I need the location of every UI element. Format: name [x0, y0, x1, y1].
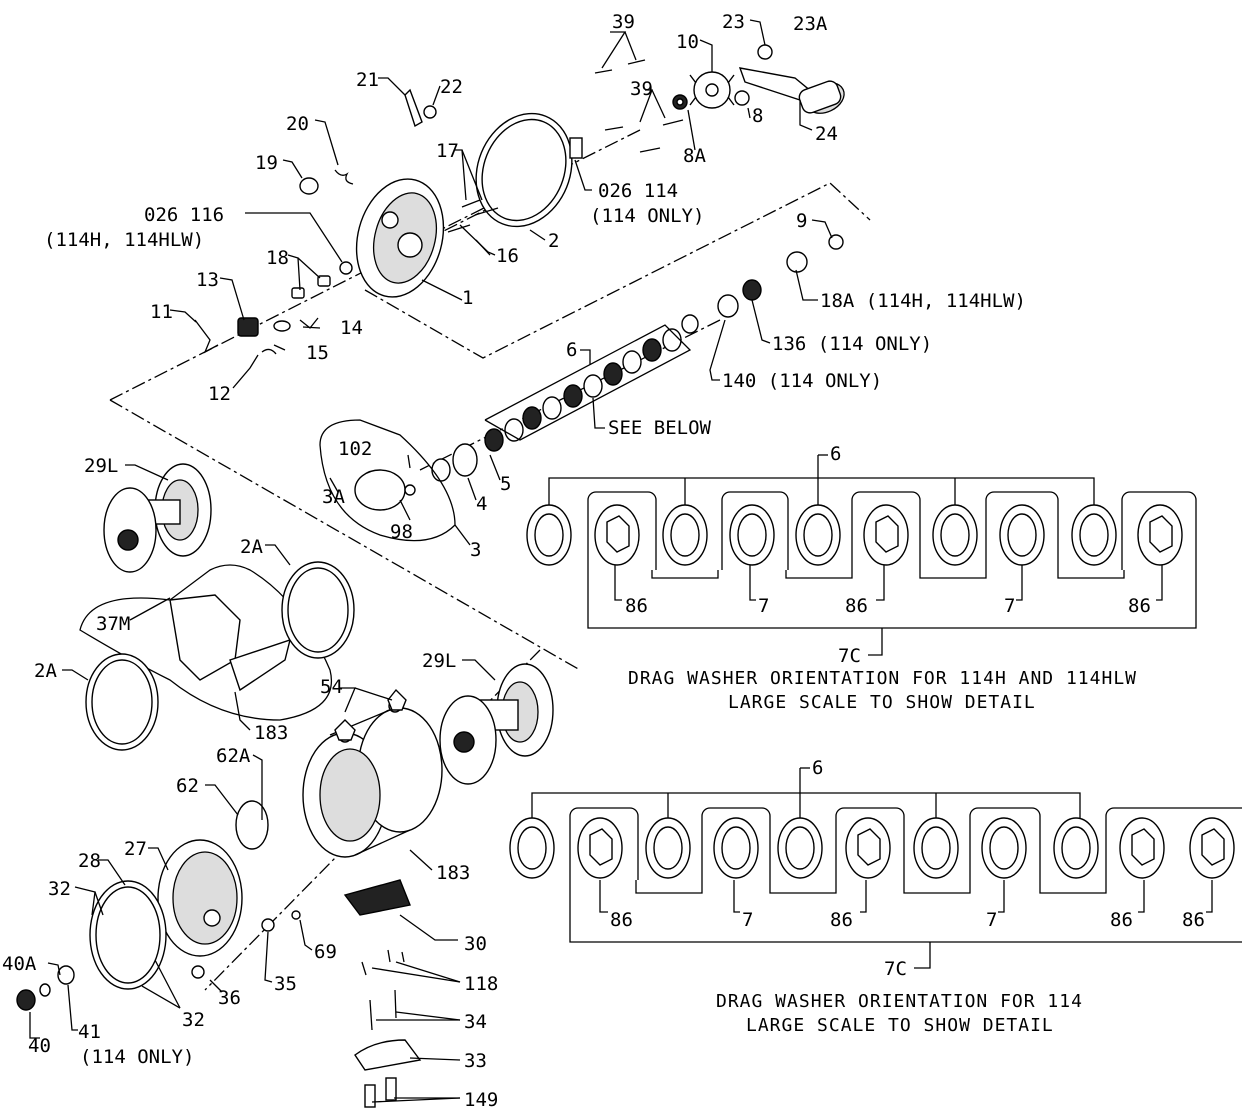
label-140: 140 (114 ONLY) — [722, 370, 882, 392]
label-30: 30 — [464, 933, 487, 955]
label-8: 8 — [752, 105, 763, 127]
label-102: 102 — [338, 438, 372, 460]
label-2: 2 — [548, 230, 559, 252]
spool-left — [103, 463, 212, 573]
detail-bottom-caption-2: LARGE SCALE TO SHOW DETAIL — [746, 1015, 1054, 1036]
label-see-below: SEE BELOW — [608, 417, 712, 439]
detail-114h-114hlw: 6 86 7 86 7 86 7C DRAG WASHER ORIENTATIO… — [526, 443, 1197, 713]
label-27: 27 — [124, 838, 147, 860]
detail-top-washer-86-b: 86 — [845, 595, 868, 617]
handle-assembly — [594, 44, 845, 153]
part-labels: 39 23 23A 10 8 24 39 8A 21 22 20 17 19 0… — [2, 11, 1026, 1111]
label-36: 36 — [218, 987, 241, 1009]
detail-top-caption-1: DRAG WASHER ORIENTATION FOR 114H AND 114… — [628, 668, 1137, 689]
label-23a: 23A — [793, 13, 828, 35]
detail-top-washer-7-b: 7 — [1004, 595, 1015, 617]
label-13: 13 — [196, 269, 219, 291]
label-39-top: 39 — [612, 11, 635, 33]
detail-bottom-washer-86-b: 86 — [830, 909, 853, 931]
label-3a: 3A — [322, 486, 345, 508]
detail-top-group-7c: 7C — [838, 645, 861, 667]
label-40: 40 — [28, 1035, 51, 1057]
detail-bottom-label-6: 6 — [812, 757, 823, 779]
label-34: 34 — [464, 1011, 487, 1033]
label-14: 14 — [340, 317, 363, 339]
label-1: 1 — [462, 287, 473, 309]
label-32-left: 32 — [48, 878, 71, 900]
label-136: 136 (114 ONLY) — [772, 333, 932, 355]
label-39-mid: 39 — [630, 78, 653, 100]
label-114h-114hlw: (114H, 114HLW) — [44, 229, 204, 251]
label-24: 24 — [815, 123, 838, 145]
label-4: 4 — [476, 493, 487, 515]
detail-top-washer-86-c: 86 — [1128, 595, 1151, 617]
label-11: 11 — [150, 301, 173, 323]
label-33: 33 — [464, 1050, 487, 1072]
label-28: 28 — [78, 850, 101, 872]
label-69: 69 — [314, 941, 337, 963]
main-frame — [302, 699, 443, 858]
detail-bottom-washer-86-d: 86 — [1182, 909, 1205, 931]
detail-top-washer-7-a: 7 — [758, 595, 769, 617]
label-37m: 37M — [96, 613, 130, 635]
label-22: 22 — [440, 76, 463, 98]
label-114-only-b: (114 ONLY) — [80, 1046, 194, 1068]
label-183-a: 183 — [254, 722, 288, 744]
label-19: 19 — [255, 152, 278, 174]
detail-bottom-washer-86-c: 86 — [1110, 909, 1133, 931]
detail-bottom-washer-7-b: 7 — [986, 909, 997, 931]
label-40a: 40A — [2, 953, 37, 975]
detail-top-washer-86-a: 86 — [625, 595, 648, 617]
detail-114: 6 86 7 86 7 86 86 7C DRAG WASHER ORIENTA… — [509, 757, 1242, 1036]
label-2a-top: 2A — [240, 536, 263, 558]
label-35: 35 — [274, 973, 297, 995]
label-23: 23 — [722, 11, 745, 33]
label-18a: 18A (114H, 114HLW) — [820, 290, 1026, 312]
label-183-b: 183 — [436, 862, 470, 884]
label-5: 5 — [500, 473, 511, 495]
spool-right — [439, 663, 554, 785]
label-62: 62 — [176, 775, 199, 797]
label-29l-mid: 29L — [422, 650, 456, 672]
label-29l-top: 29L — [84, 455, 118, 477]
clamp-parts — [334, 688, 422, 1108]
detail-top-caption-2: LARGE SCALE TO SHOW DETAIL — [728, 692, 1036, 713]
detail-bottom-group-7c: 7C — [884, 958, 907, 980]
label-16: 16 — [496, 245, 519, 267]
label-9: 9 — [796, 210, 807, 232]
label-17: 17 — [436, 140, 459, 162]
label-118: 118 — [464, 973, 498, 995]
label-6-stack: 6 — [566, 339, 577, 361]
label-62a: 62A — [216, 745, 251, 767]
left-side-plate — [16, 800, 301, 1011]
detail-bottom-caption-1: DRAG WASHER ORIENTATION FOR 114 — [716, 991, 1083, 1012]
label-41: 41 — [78, 1021, 101, 1043]
detail-top-label-6: 6 — [830, 443, 841, 465]
label-21: 21 — [356, 69, 379, 91]
label-54: 54 — [320, 676, 343, 698]
label-98: 98 — [390, 521, 413, 543]
label-114-only-a: (114 ONLY) — [590, 205, 704, 227]
side-plate-assembly — [194, 88, 583, 355]
label-12: 12 — [208, 383, 231, 405]
label-10: 10 — [676, 31, 699, 53]
label-2a-left: 2A — [34, 660, 57, 682]
label-026-116: 026 116 — [144, 204, 224, 226]
label-026-114: 026 114 — [598, 180, 678, 202]
label-149: 149 — [464, 1089, 498, 1111]
label-32-right: 32 — [182, 1009, 205, 1031]
detail-bottom-washer-86-a: 86 — [610, 909, 633, 931]
detail-bottom-washer-7-a: 7 — [742, 909, 753, 931]
label-3: 3 — [470, 539, 481, 561]
label-20: 20 — [286, 113, 309, 135]
label-15: 15 — [306, 342, 329, 364]
leader-lines — [29, 19, 833, 1103]
drag-washer-stack — [319, 234, 844, 542]
label-18: 18 — [266, 247, 289, 269]
frame-clamp — [79, 561, 355, 751]
label-8a: 8A — [683, 145, 706, 167]
